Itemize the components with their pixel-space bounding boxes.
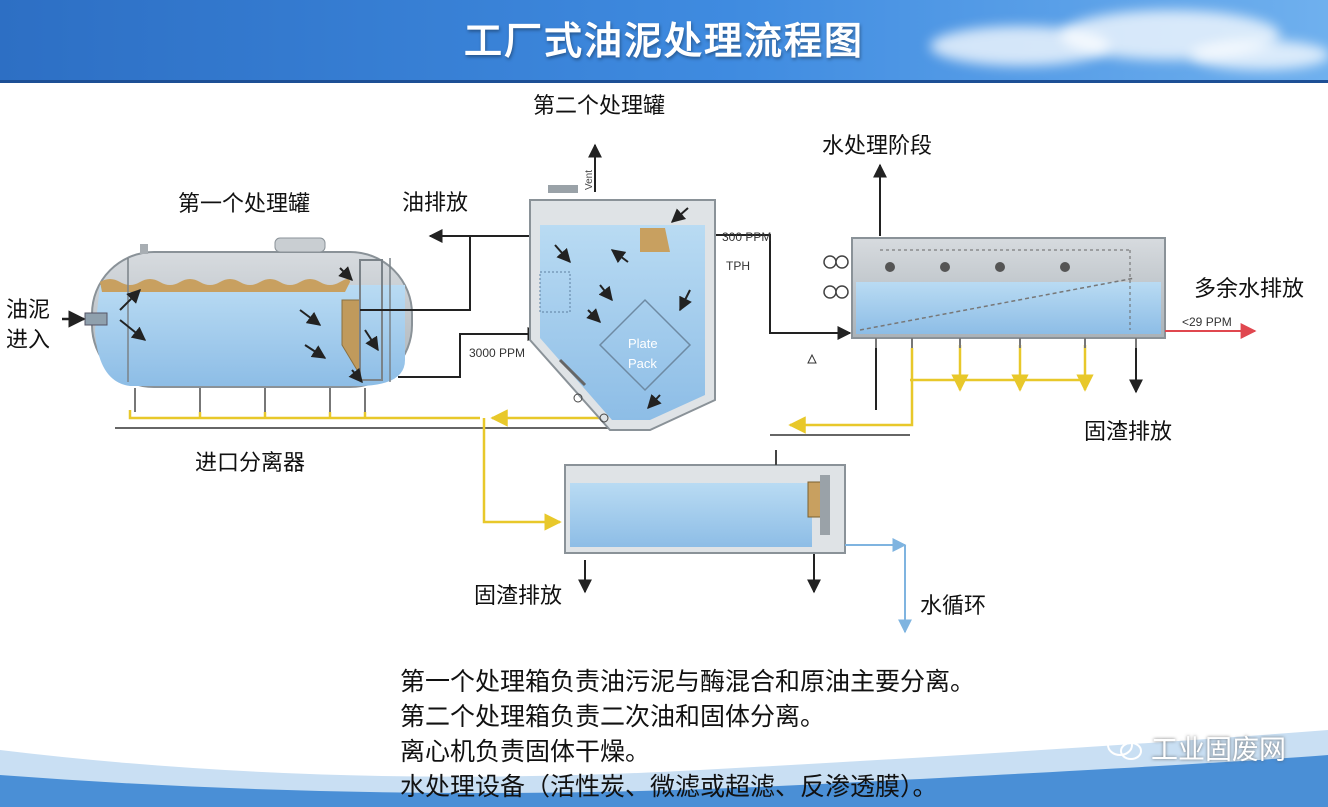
cloud-decoration xyxy=(1190,40,1328,70)
note-line: 水处理设备（活性炭、微滤或超滤、反渗透膜）。 xyxy=(400,772,938,801)
page-title: 工厂式油泥处理流程图 xyxy=(463,19,864,63)
centrifuge-unit xyxy=(564,450,912,634)
note-line: 离心机负责固体干燥。 xyxy=(400,737,651,766)
sludge-input-label-1: 油泥 xyxy=(6,298,51,323)
plate-pack-label-1: Plate xyxy=(628,336,658,351)
wechat-icon xyxy=(1107,733,1142,760)
header-banner: 工厂式油泥处理流程图 xyxy=(0,0,1328,83)
water-treatment-tank xyxy=(807,237,1257,364)
solids-discharge-bottom-label: 固渣排放 xyxy=(474,584,563,609)
process-notes: 第一个处理箱负责油污泥与酶混合和原油主要分离。 第二个处理箱负责二次油和固体分离… xyxy=(400,664,975,804)
ppm300-label: 300 PPM xyxy=(722,230,771,244)
solids-discharge-right-label: 固渣排放 xyxy=(1084,420,1173,445)
sludge-input-label-2: 进入 xyxy=(6,328,51,353)
plate-pack-label-2: Pack xyxy=(628,356,657,371)
note-line: 第一个处理箱负责油污泥与酶混合和原油主要分离。 xyxy=(400,667,976,696)
water-cycle-label: 水循环 xyxy=(920,594,987,619)
excess-water-label: 多余水排放 xyxy=(1194,277,1305,302)
watermark: 工业固废网 xyxy=(1107,728,1286,767)
footer-wave xyxy=(0,730,1328,807)
oil-discharge-label: 油排放 xyxy=(402,191,469,216)
sludge-drain-piping xyxy=(128,345,1094,531)
water-stage-label: 水处理阶段 xyxy=(822,134,933,159)
inlet-separator-label: 进口分离器 xyxy=(195,451,306,476)
tph-label: TPH xyxy=(726,259,750,273)
note-line: 第二个处理箱负责二次油和固体分离。 xyxy=(400,702,826,731)
vent-label: Vent xyxy=(584,170,595,190)
first-tank-label: 第一个处理罐 xyxy=(178,192,311,217)
ppm3000-label: 3000 PPM xyxy=(469,346,525,360)
process-diagram: Vent 300 PPM TPH 3000 PPM Plate Pack <29… xyxy=(62,143,1257,634)
second-tank-label: 第二个处理罐 xyxy=(533,94,666,119)
second-treatment-tank xyxy=(529,185,716,431)
ppm29-label: <29 PPM xyxy=(1182,315,1232,329)
first-treatment-tank xyxy=(62,237,413,412)
watermark-text: 工业固废网 xyxy=(1151,735,1286,766)
